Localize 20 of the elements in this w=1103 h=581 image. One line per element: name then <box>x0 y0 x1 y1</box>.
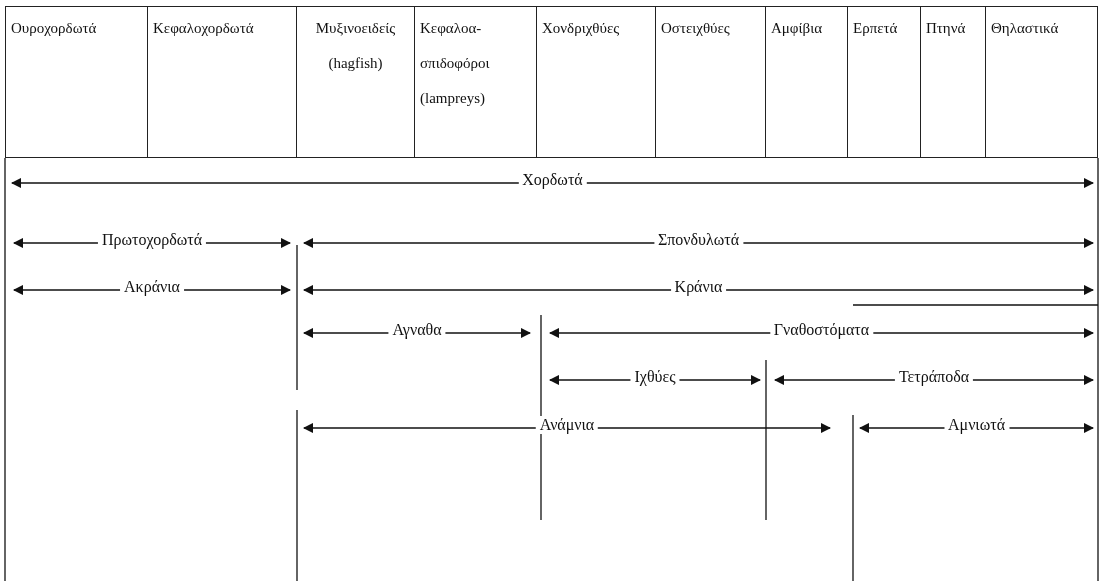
group-label: Πρωτοχορδωτά <box>97 231 207 249</box>
group-label: Ακράνια <box>120 278 184 296</box>
group-label: Χορδωτά <box>518 171 587 189</box>
taxon-header: Μυξινοειδείς (hagfish) <box>297 6 415 158</box>
group-label: Αμνιωτά <box>944 416 1009 434</box>
taxon-header: Ερπετά <box>848 6 921 158</box>
group-label: Τετράποδα <box>894 368 974 386</box>
group-label: Κράνια <box>670 278 727 296</box>
taxon-header: Χονδριχθύες <box>537 6 656 158</box>
taxon-header: Πτηνά <box>921 6 986 158</box>
taxon-header: Οστειχθύες <box>656 6 766 158</box>
group-label: Γναθοστόματα <box>769 321 874 339</box>
taxon-header: Κεφαλοχορδωτά <box>148 6 297 158</box>
group-label: Ανάμνια <box>535 416 599 434</box>
group-label: Ιχθύες <box>630 368 680 386</box>
taxon-header: Ουροχορδωτά <box>5 6 148 158</box>
taxon-header: Θηλαστικά <box>986 6 1098 158</box>
taxon-header: Αμφίβια <box>766 6 848 158</box>
taxon-header: Κεφαλοα- σπιδοφόροι (lampreys) <box>415 6 537 158</box>
group-label: Αγναθα <box>388 321 446 339</box>
